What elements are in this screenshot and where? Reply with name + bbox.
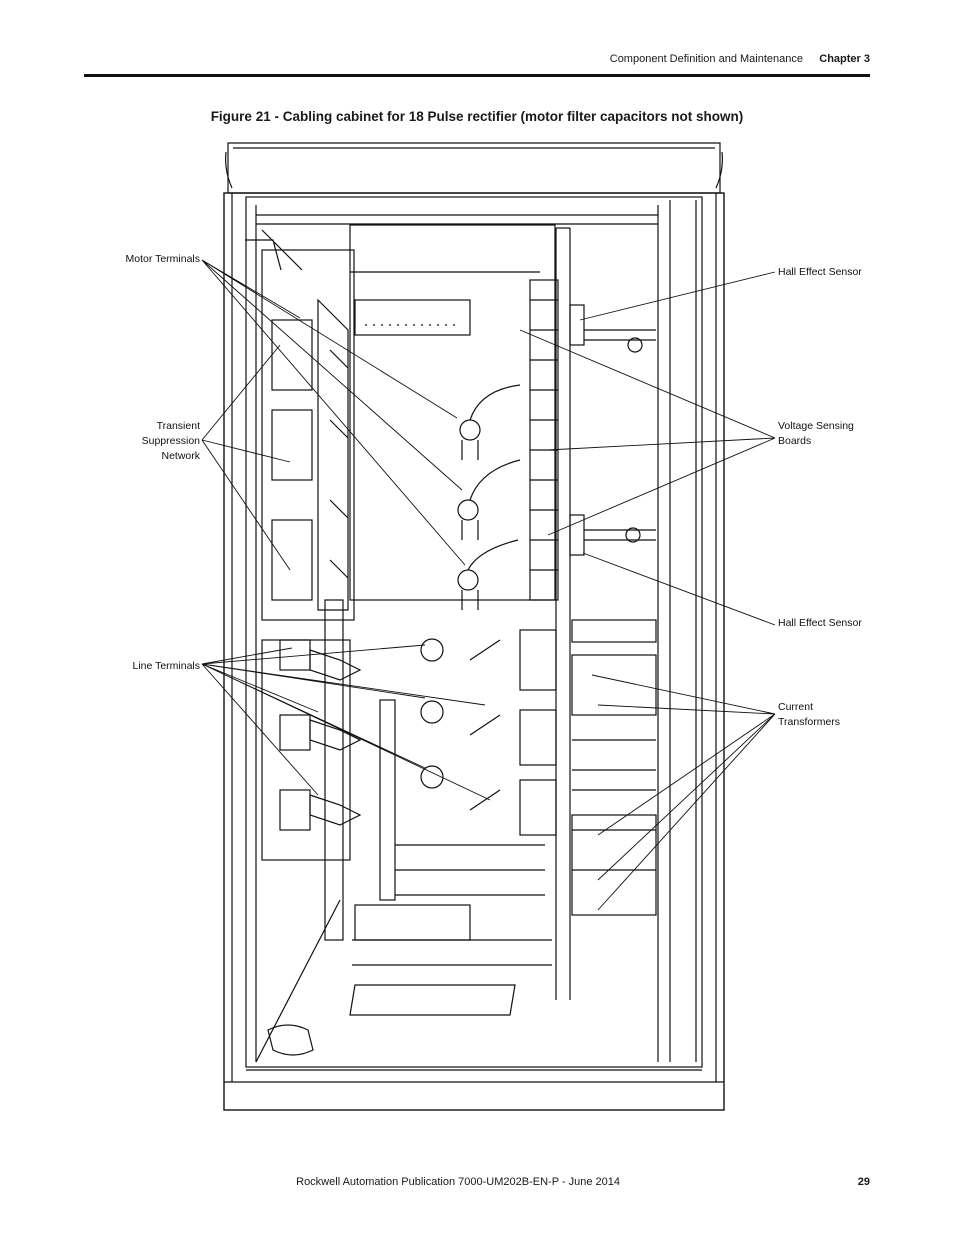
footer-page-number: 29 <box>857 1176 870 1188</box>
callout-tsn: Transient Suppression Network <box>100 419 200 464</box>
callout-tsn-line2: Suppression <box>141 435 200 447</box>
figure-title: Figure 21 - Cabling cabinet for 18 Pulse… <box>210 109 744 124</box>
fuse-assemblies <box>457 384 521 610</box>
header-rule <box>84 74 870 77</box>
callout-motor-terminals: Motor Terminals <box>125 253 201 265</box>
current-transformers <box>395 619 657 916</box>
callout-current-transformers: Current Transformers <box>778 700 840 730</box>
callout-tsn-line1: Transient <box>156 420 200 432</box>
header-section-title: Component Definition and Maintenance <box>609 53 803 65</box>
callout-voltage-sensing-boards: Voltage Sensing Boards <box>778 419 854 449</box>
callout-vsb-line2: Boards <box>778 435 812 447</box>
cabinet-frame <box>223 192 725 1111</box>
voltage-sensing-boards <box>529 227 571 1000</box>
callout-hall-effect-sensor-top: Hall Effect Sensor <box>778 266 862 278</box>
callout-tsn-line3: Network <box>161 450 200 462</box>
bottom-section <box>255 899 552 1063</box>
callout-vsb-line1: Voltage Sensing <box>778 420 854 432</box>
callout-ct-line1: Current <box>778 701 814 713</box>
callout-line-terminals: Line Terminals <box>132 660 200 672</box>
callout-leader-lines <box>201 259 776 911</box>
left-component-panel <box>245 229 355 621</box>
cabinet-roof <box>225 142 723 194</box>
hall-effect-sensors <box>569 304 656 556</box>
callout-hall-effect-sensor-bottom: Hall Effect Sensor <box>778 617 862 629</box>
center-mounting-plate <box>349 224 556 601</box>
footer-publication: Rockwell Automation Publication 7000-UM2… <box>296 1176 620 1188</box>
header-chapter: Chapter 3 <box>819 53 870 65</box>
callout-ct-line2: Transformers <box>778 716 841 728</box>
